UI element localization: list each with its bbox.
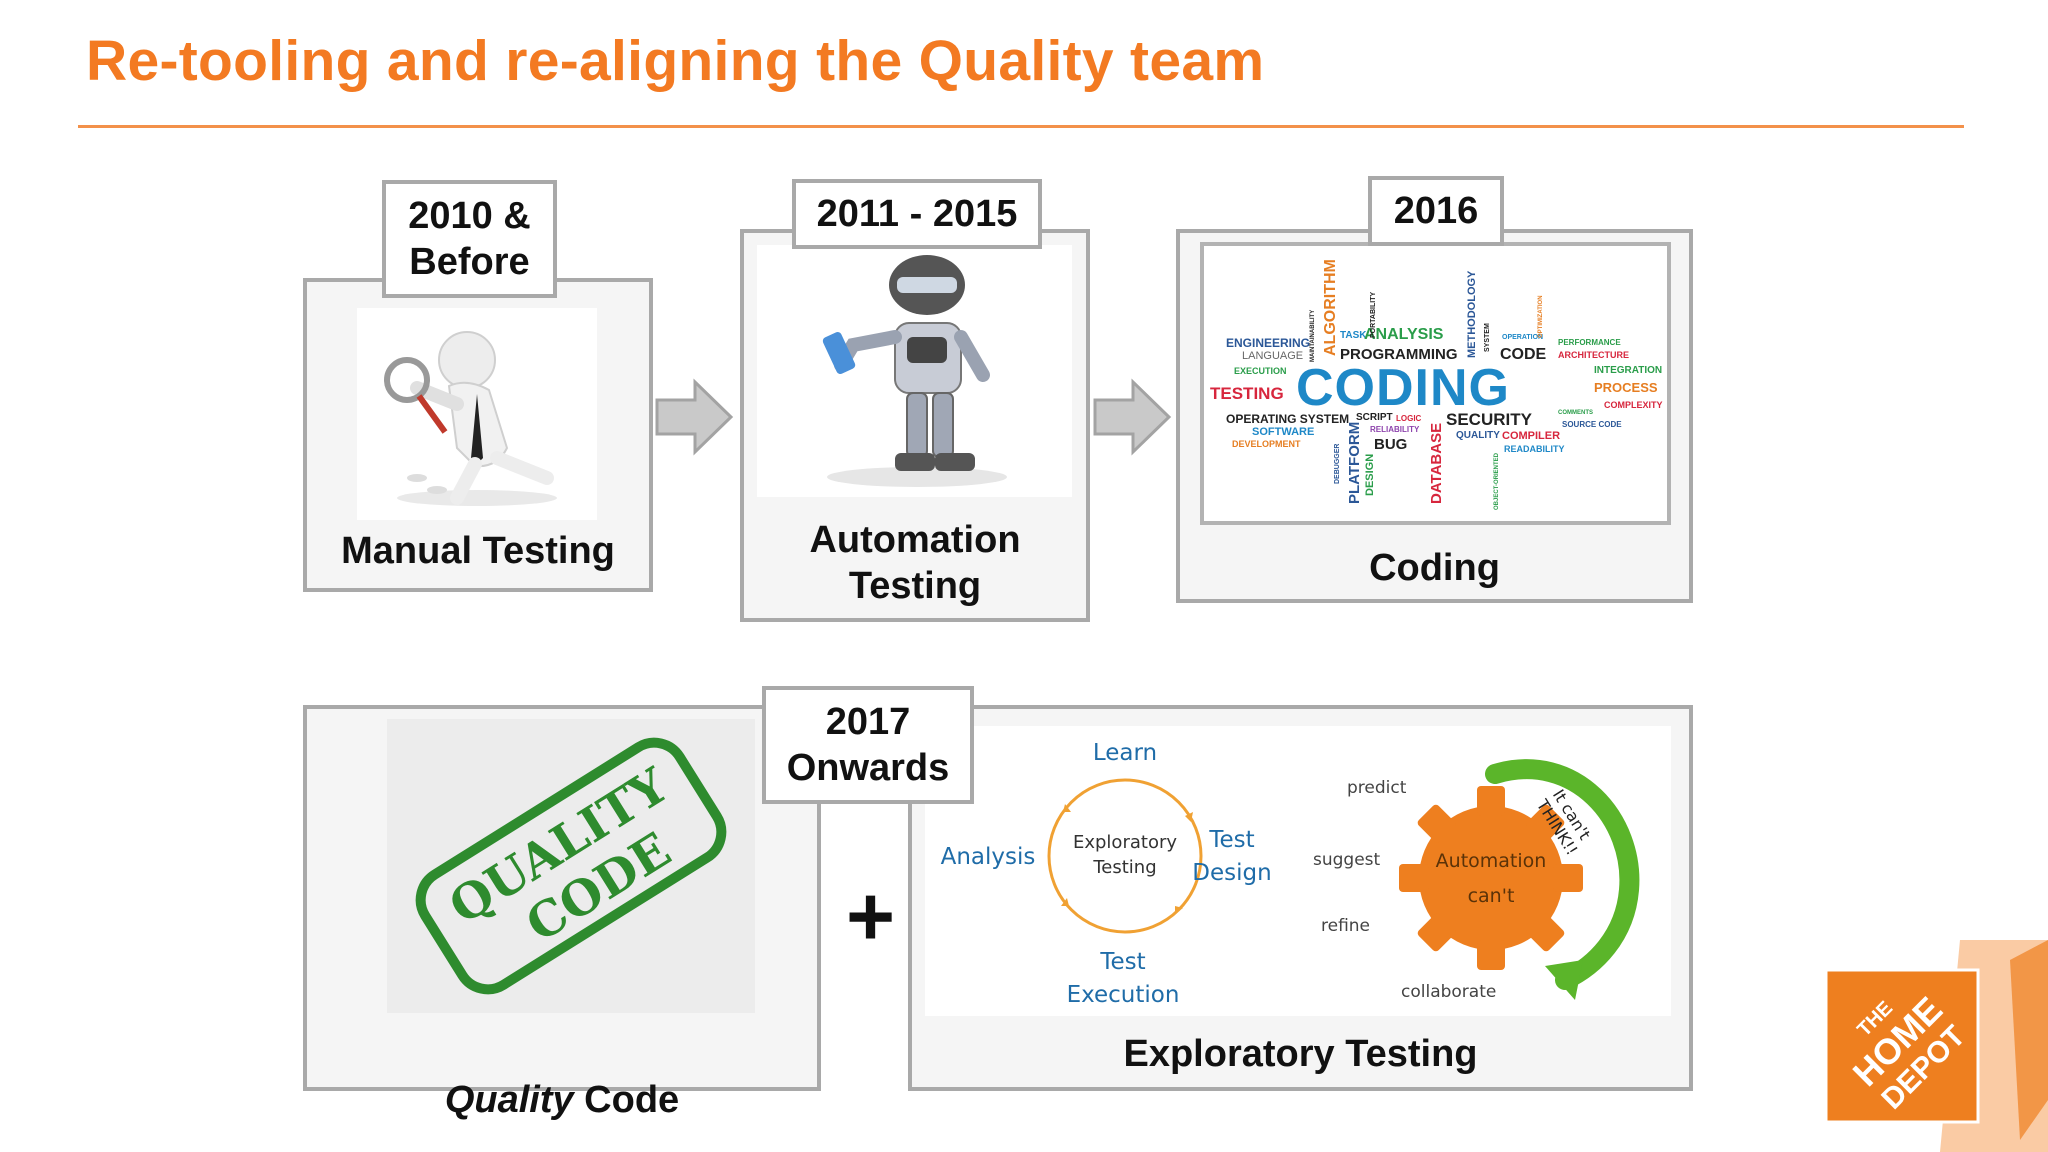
word-methodology: METHODOLOGY [1466,270,1478,358]
word-reliability: RELIABILITY [1370,425,1420,434]
word-portability: PORTABILITY [1370,291,1377,338]
word-programming: PROGRAMMING [1340,346,1458,363]
coding-label: Coding [1369,547,1500,589]
manual-testing-card: Manual Testing [303,278,653,592]
gear-suggest: suggest [1313,850,1381,870]
gear-predict: predict [1347,778,1407,798]
plus-icon: + [846,869,896,963]
word-design: DESIGN [1364,453,1376,496]
gear-icon [1399,786,1583,970]
magnifier-person-icon [384,331,557,506]
word-execution: EXECUTION [1234,366,1287,376]
slide-title: Re-tooling and re-aligning the Quality t… [86,29,1265,93]
quality-code-stamp-icon: QUALITY CODE [415,737,727,995]
exploratory-testing-label: Exploratory Testing [1123,1033,1478,1075]
word-complexity: COMPLEXITY [1604,400,1663,410]
word-development: DEVELOPMENT [1232,439,1301,449]
quality-code-label-rest: Code [573,1079,680,1121]
coding-card: ENGINEERING LANGUAGE EXECUTION TESTING O… [1176,229,1693,603]
automation-testing-card: Automation Testing [740,229,1090,622]
word-analysis: ANALYSIS [1364,326,1444,343]
word-performance: PERFORMANCE [1558,338,1621,347]
exploratory-testing-card: Exploratory Testing Learn Test Design Te… [908,705,1693,1091]
word-integration: INTEGRATION [1594,365,1663,376]
gear-collaborate: collaborate [1401,982,1497,1002]
manual-testing-image [357,308,597,520]
coding-word-cloud: ENGINEERING LANGUAGE EXECUTION TESTING O… [1200,242,1671,525]
cycle-arrows-icon [1047,778,1203,934]
period-tag-2010: 2010 & Before [382,180,557,298]
word-testing: TESTING [1210,384,1284,403]
period-tag-2011-2015: 2011 - 2015 [792,179,1042,249]
period-tag-2017: 2017 Onwards [762,686,974,804]
cycle-analysis: Analysis [940,844,1036,870]
word-comments: COMMENTS [1558,410,1593,416]
word-platform: PLATFORM [1346,421,1363,504]
word-architecture: ARCHITECTURE [1558,350,1629,360]
word-object-oriented: OBJECT-ORIENTED [1494,452,1500,510]
word-bug: BUG [1374,436,1408,453]
cycle-center: Exploratory Testing [1072,832,1178,878]
manual-testing-label: Manual Testing [341,530,615,572]
word-readability: READABILITY [1504,444,1565,454]
quality-code-label-italic: Quality [444,1079,574,1121]
word-software: SOFTWARE [1252,426,1315,438]
word-script: SCRIPT [1356,412,1393,423]
word-compiler: COMPILER [1502,430,1561,442]
word-security: SECURITY [1446,410,1532,429]
robot-image [757,245,1072,497]
word-algorithm: ALGORITHM [1322,259,1339,356]
word-coding-main: CODING [1296,359,1510,417]
word-database: DATABASE [1428,422,1445,504]
word-quality: QUALITY [1456,430,1500,441]
word-optimization: OPTIMIZATION [1538,295,1544,338]
automation-testing-label: Automation Testing [809,519,1021,607]
title-divider [78,125,1964,128]
word-task: TASK [1340,330,1367,341]
gear-center: Automation can't [1435,850,1547,907]
cycle-learn: Learn [1092,740,1158,766]
robot-icon [822,255,1007,487]
word-process: PROCESS [1594,380,1658,395]
exploratory-diagram: Exploratory Testing Learn Test Design Te… [925,726,1671,1016]
word-debugger: DEBUGGER [1334,443,1341,484]
word-source-code: SOURCE CODE [1562,420,1622,429]
word-code: CODE [1500,346,1547,363]
word-logic: LOGIC [1396,414,1422,423]
home-depot-logo-icon: THE HOME DEPOT [1824,940,2048,1152]
cycle-test-execution: Test Execution [1066,949,1180,1008]
word-engineering: ENGINEERING [1226,336,1311,350]
right-arrow-icon [655,378,734,456]
word-operating-system: OPERATING SYSTEM [1226,412,1350,426]
word-maintainability: MAINTAINABILITY [1310,309,1316,362]
gear-refine: refine [1321,916,1371,936]
right-arrow-icon [1093,378,1172,456]
word-system: SYSTEM [1484,323,1491,352]
cycle-test-design: Test Design [1192,827,1272,886]
period-tag-2016: 2016 [1368,176,1504,246]
green-arc-arrow-icon [1485,759,1640,1000]
quality-code-label: Quality Code [307,1031,817,1123]
quality-code-card: QUALITY CODE Quality Code [303,705,821,1121]
word-operation: OPERATION [1502,334,1544,341]
word-language: LANGUAGE [1242,350,1304,362]
quality-code-stamp-image: QUALITY CODE [387,719,755,1013]
